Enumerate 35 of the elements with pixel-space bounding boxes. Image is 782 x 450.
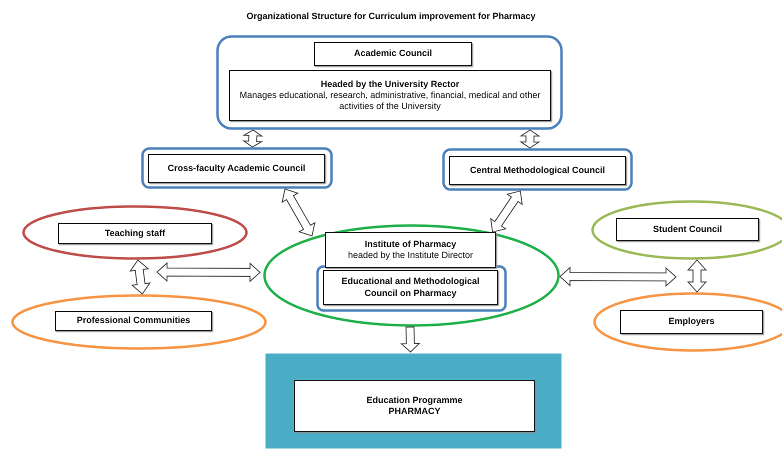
council-box — [325, 232, 496, 268]
diagram-title: Organizational Structure for Curriculum improvement for Pharmacy — [245, 11, 537, 21]
council-box — [229, 70, 551, 121]
box-heading: Institute of Pharmacy — [364, 238, 456, 250]
council-box — [55, 311, 212, 331]
council-box — [449, 156, 626, 185]
box-heading: Teaching staff — [104, 228, 166, 240]
council-box — [616, 218, 759, 241]
box-heading: Academic Council — [354, 48, 432, 60]
double-arrow — [129, 259, 151, 295]
double-arrow — [282, 188, 316, 237]
box-heading: Education Programme — [366, 394, 463, 406]
double-arrow — [559, 266, 677, 287]
box-heading: Student Council — [653, 224, 722, 236]
double-arrow — [156, 262, 261, 282]
box-heading: Professional Communities — [76, 315, 190, 327]
box-text: PHARMACY — [388, 406, 440, 418]
double-arrow — [490, 190, 523, 233]
double-arrow — [519, 129, 540, 149]
double-arrow — [242, 129, 264, 148]
box-text: headed by the Institute Director — [348, 250, 474, 262]
block-arrow — [400, 326, 420, 353]
box-heading: Headed by the University Rector — [320, 78, 460, 90]
council-box — [58, 223, 212, 244]
council-box — [294, 380, 535, 432]
box-heading: Cross-faculty Academic Council — [168, 162, 306, 174]
box-heading: Central Methodological Council — [470, 164, 605, 176]
council-box — [620, 310, 763, 334]
council-box — [148, 154, 325, 183]
box-text: Manages educational, research, administrative, financial, medical and other activities of the University — [238, 90, 542, 112]
box-heading: Educational and Methodological Council on Pharmacy — [340, 276, 480, 299]
council-box — [314, 42, 472, 66]
council-box — [323, 270, 498, 305]
box-heading: Employers — [668, 316, 715, 328]
double-arrow — [686, 259, 708, 293]
